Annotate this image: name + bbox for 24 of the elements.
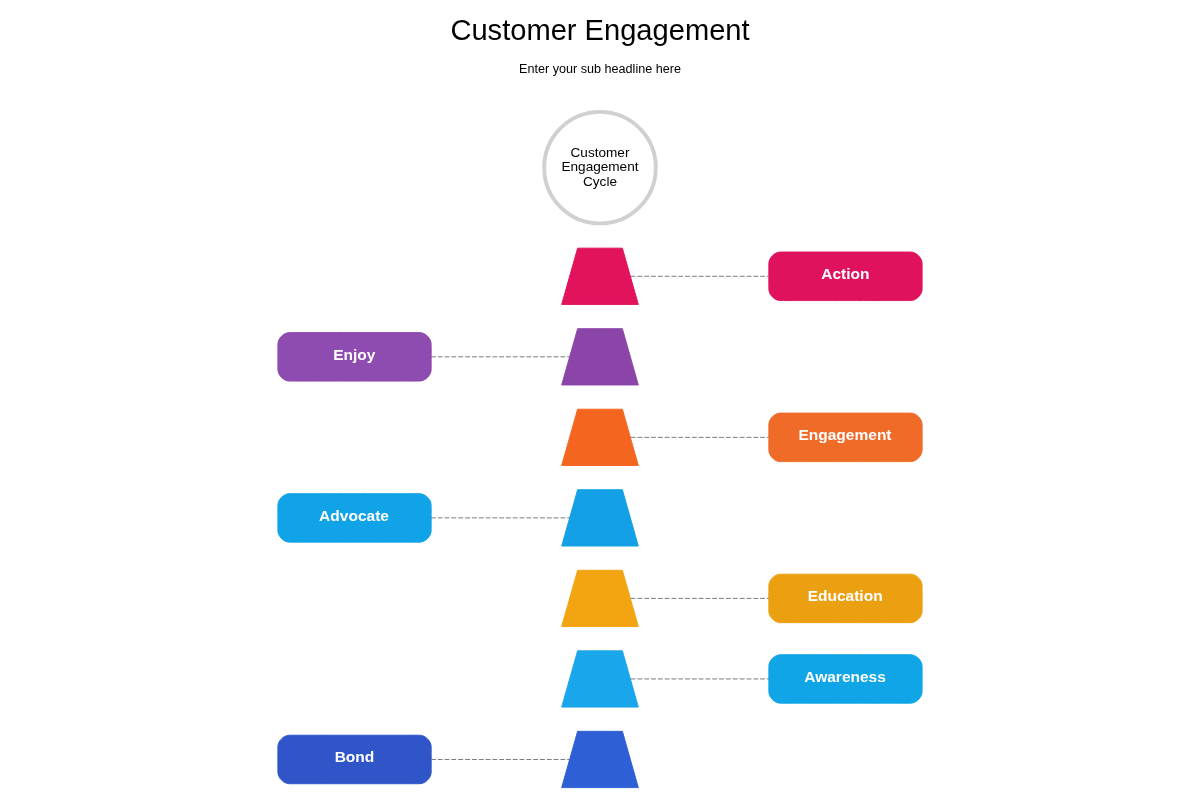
node-trapezium	[561, 328, 639, 386]
connector	[430, 517, 570, 519]
node-box: Bond	[277, 734, 432, 785]
node-box: Education	[768, 573, 923, 624]
node-box: Action	[768, 251, 923, 302]
node-box: Awareness	[768, 654, 923, 704]
connector	[630, 275, 770, 277]
node-trapezium	[561, 650, 639, 708]
diagram-title: Customer Engagement	[450, 13, 750, 46]
node-trapezium	[561, 247, 639, 305]
connector	[630, 678, 770, 680]
node-trapezium	[561, 408, 639, 466]
node-circle: Customer Engagement Cycle	[542, 109, 658, 226]
connector	[630, 597, 770, 599]
node-box: Engagement	[768, 412, 923, 463]
connector	[430, 759, 570, 760]
node-trapezium	[561, 730, 639, 789]
connector	[430, 356, 570, 358]
node-box: Enjoy	[277, 332, 432, 382]
connector	[630, 436, 770, 438]
node-trapezium	[561, 569, 639, 628]
node-trapezium	[561, 489, 639, 547]
label: Enter your sub headline here	[519, 61, 681, 76]
node-box: Advocate	[277, 493, 432, 543]
